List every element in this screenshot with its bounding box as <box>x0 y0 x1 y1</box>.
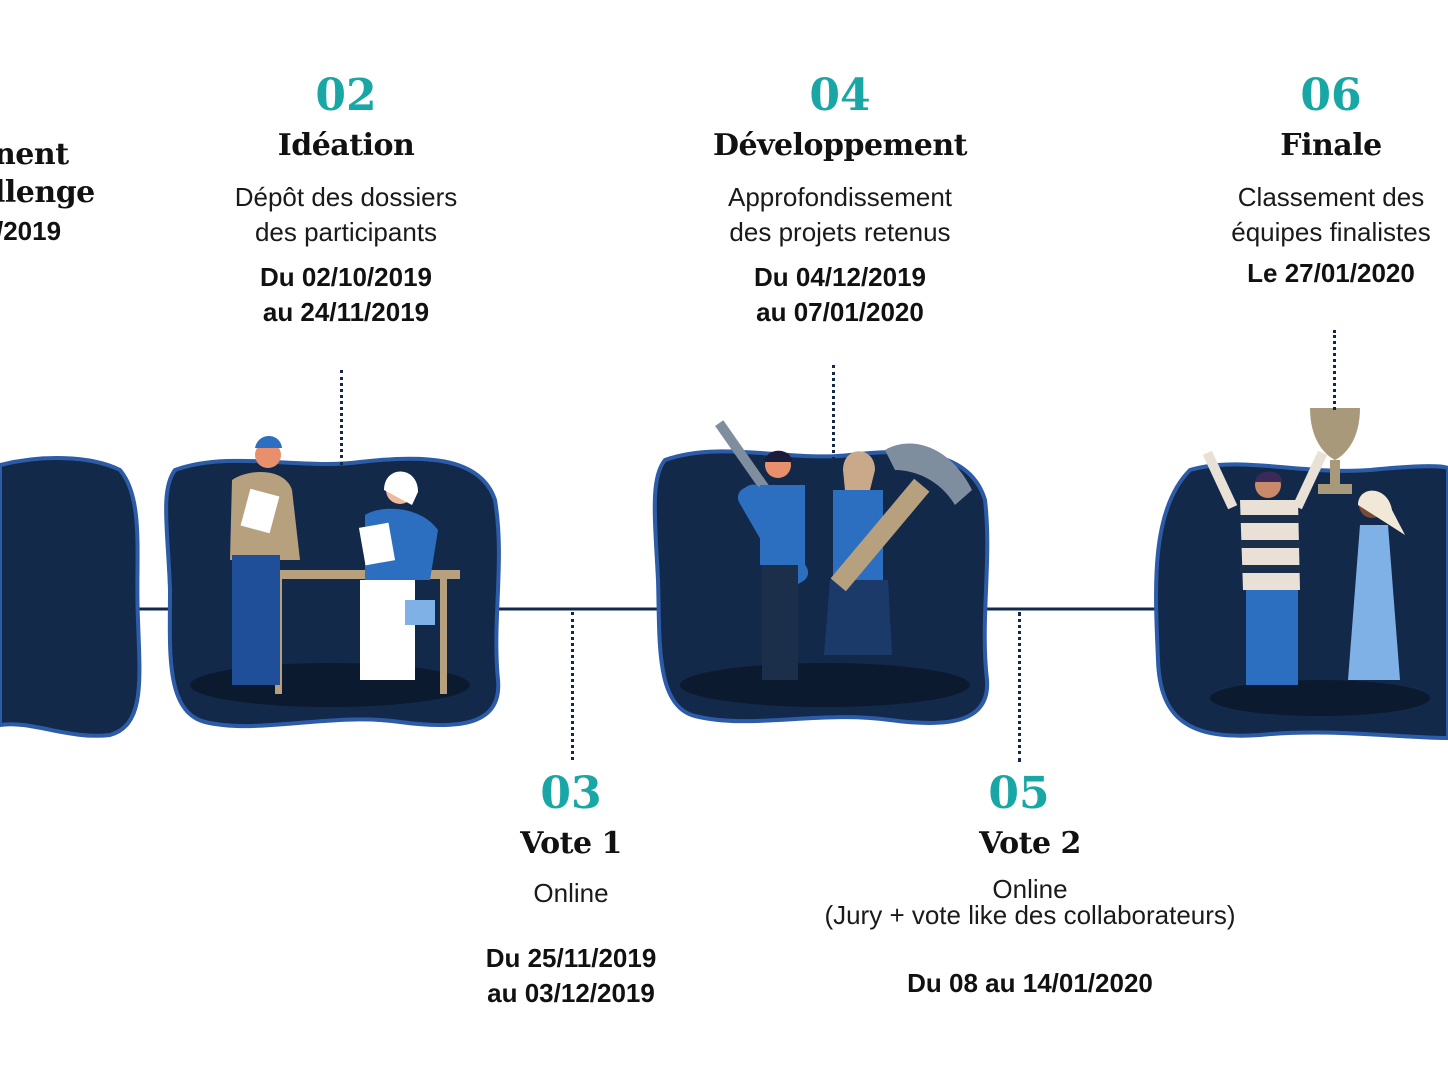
step-title: Vote 1 <box>520 826 622 861</box>
step-01-title-line2: llenge <box>0 175 95 210</box>
step-01-partial: nent llenge /2019 <box>0 136 95 249</box>
connector-03 <box>571 612 574 760</box>
step-title: Développement <box>712 128 968 163</box>
step-05: 05 Vote 2 Online(Jury + vote like des co… <box>824 768 1235 1001</box>
step-number: 04 <box>809 70 871 121</box>
step-title: Idéation <box>277 128 415 163</box>
finale-figures <box>1202 408 1405 685</box>
developpement-figures <box>715 420 972 680</box>
step-01-date: /2019 <box>0 216 62 246</box>
step-date: Le 27/01/2020 <box>1247 258 1415 288</box>
step-number: 03 <box>540 768 602 819</box>
blob-01 <box>0 456 142 738</box>
connector-05 <box>1018 612 1021 762</box>
step-number: 05 <box>988 768 1050 819</box>
step-title: Finale <box>1280 128 1382 163</box>
step-desc: Online(Jury + vote like des collaborateu… <box>824 874 1236 930</box>
connector-06 <box>1333 330 1336 410</box>
step-desc: Online <box>533 878 609 908</box>
connector-04 <box>832 365 835 460</box>
step-number: 06 <box>1300 70 1362 121</box>
step-date: Du 08 au 14/01/2020 <box>907 968 1153 998</box>
step-number: 02 <box>315 70 377 121</box>
connector-02 <box>340 370 343 465</box>
step-01-title-line1: nent <box>0 137 69 172</box>
step-title: Vote 2 <box>979 826 1081 861</box>
ideation-figures <box>230 436 460 694</box>
